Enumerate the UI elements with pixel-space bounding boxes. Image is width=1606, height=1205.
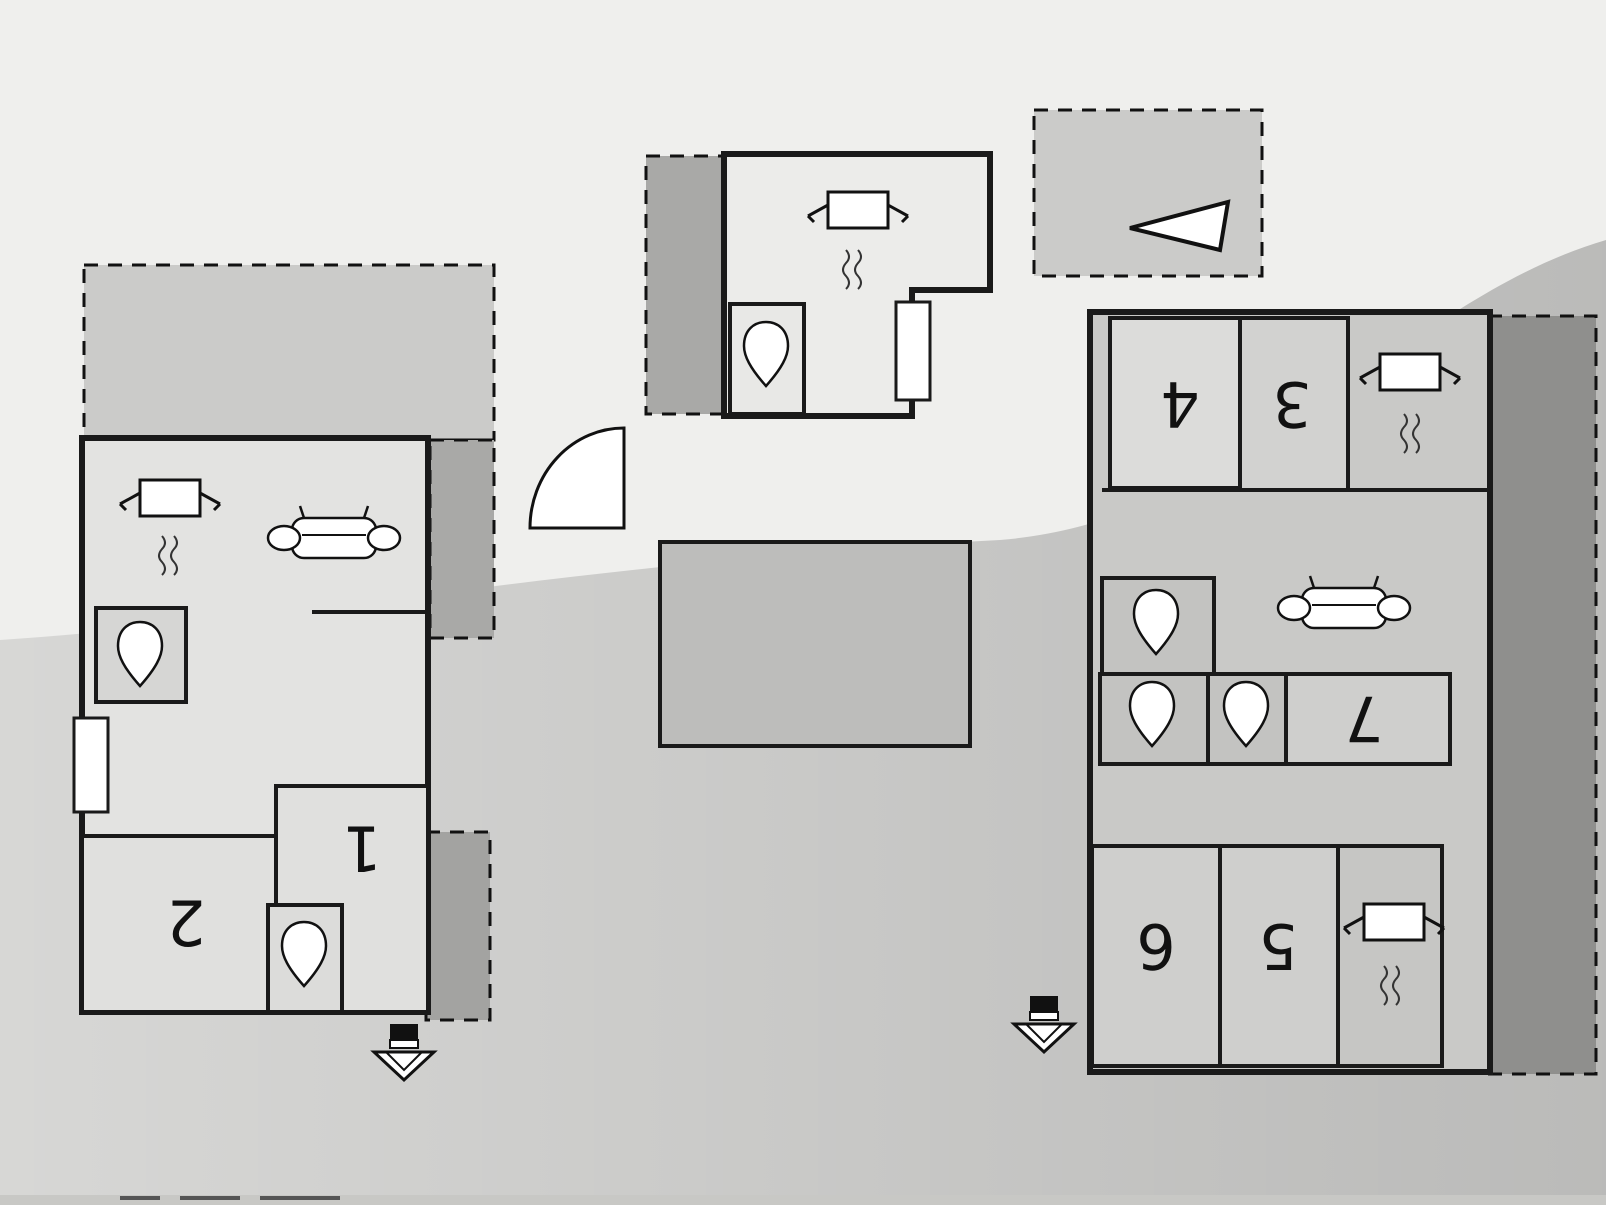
- shaded-block: [658, 540, 972, 748]
- radiator: [72, 716, 110, 814]
- room-label-7: 7: [1344, 682, 1383, 755]
- terrace-top: [82, 263, 496, 442]
- terrace-right: [1486, 314, 1598, 1076]
- dashed-zone: [1032, 108, 1264, 278]
- room-label-1: 1: [342, 812, 381, 885]
- direction-triangle-icon: [1129, 199, 1231, 253]
- edge-marks: [120, 1196, 340, 1200]
- paper-edge: [0, 1195, 1606, 1205]
- building-a: 1 2: [72, 263, 496, 1082]
- door-swing-icon: [528, 426, 626, 530]
- building-middle: [644, 151, 993, 419]
- terrace-side-upper: [428, 438, 496, 640]
- terrace-side-lower: [424, 830, 492, 1022]
- room-label-6: 6: [1136, 910, 1175, 983]
- room-3: [1238, 316, 1350, 492]
- room-7: [1284, 672, 1452, 766]
- room-6: [1090, 844, 1222, 1068]
- radiator: [894, 300, 932, 402]
- building-b: 4 3 7 6 5: [1012, 309, 1598, 1076]
- room-label-3: 3: [1272, 368, 1311, 441]
- room-4: [1108, 316, 1242, 490]
- room-label-2: 2: [166, 886, 205, 959]
- room-5: [1218, 844, 1340, 1068]
- room-label-5: 5: [1258, 910, 1297, 983]
- room-label-4: 4: [1160, 368, 1199, 441]
- terrace-middle: [644, 154, 726, 416]
- room-bedroom-b: [1336, 844, 1444, 1068]
